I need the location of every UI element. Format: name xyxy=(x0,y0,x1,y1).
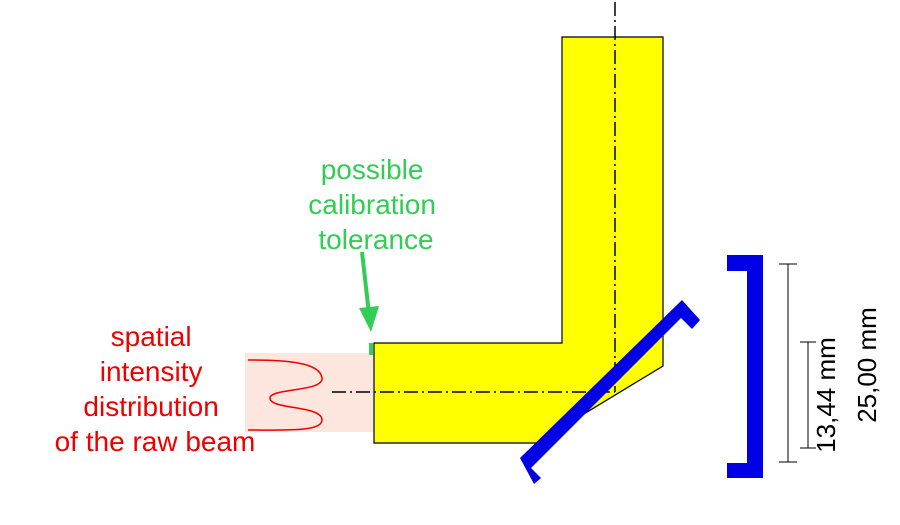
dimension-outer-label: 25,00 mm xyxy=(852,307,882,423)
intensity-profile-curve xyxy=(247,359,323,431)
l-shaped-part xyxy=(373,36,664,444)
tolerance-label-line-3: tolerance xyxy=(318,224,433,255)
diagonal-bracket xyxy=(520,300,700,484)
tolerance-mark xyxy=(369,343,373,355)
vertical-bracket xyxy=(727,255,763,478)
raw-beam-label: spatial intensity distribution of the ra… xyxy=(55,321,256,457)
raw-beam-label-line-1: spatial xyxy=(111,321,192,352)
dimension-lines xyxy=(779,263,816,463)
dimension-inner-label: 13,44 mm xyxy=(811,337,841,453)
tolerance-label-line-1: possible xyxy=(321,154,424,185)
raw-beam-area xyxy=(245,353,375,432)
tolerance-arrow-head xyxy=(359,306,379,332)
raw-beam-label-line-3: distribution xyxy=(83,391,218,422)
tolerance-label: possible calibration tolerance xyxy=(308,154,443,255)
tolerance-label-line-2: calibration xyxy=(308,189,436,220)
raw-beam-label-line-4: of the raw beam xyxy=(55,426,256,457)
tolerance-arrow-shaft xyxy=(360,251,371,315)
raw-beam-label-line-2: intensity xyxy=(100,356,203,387)
